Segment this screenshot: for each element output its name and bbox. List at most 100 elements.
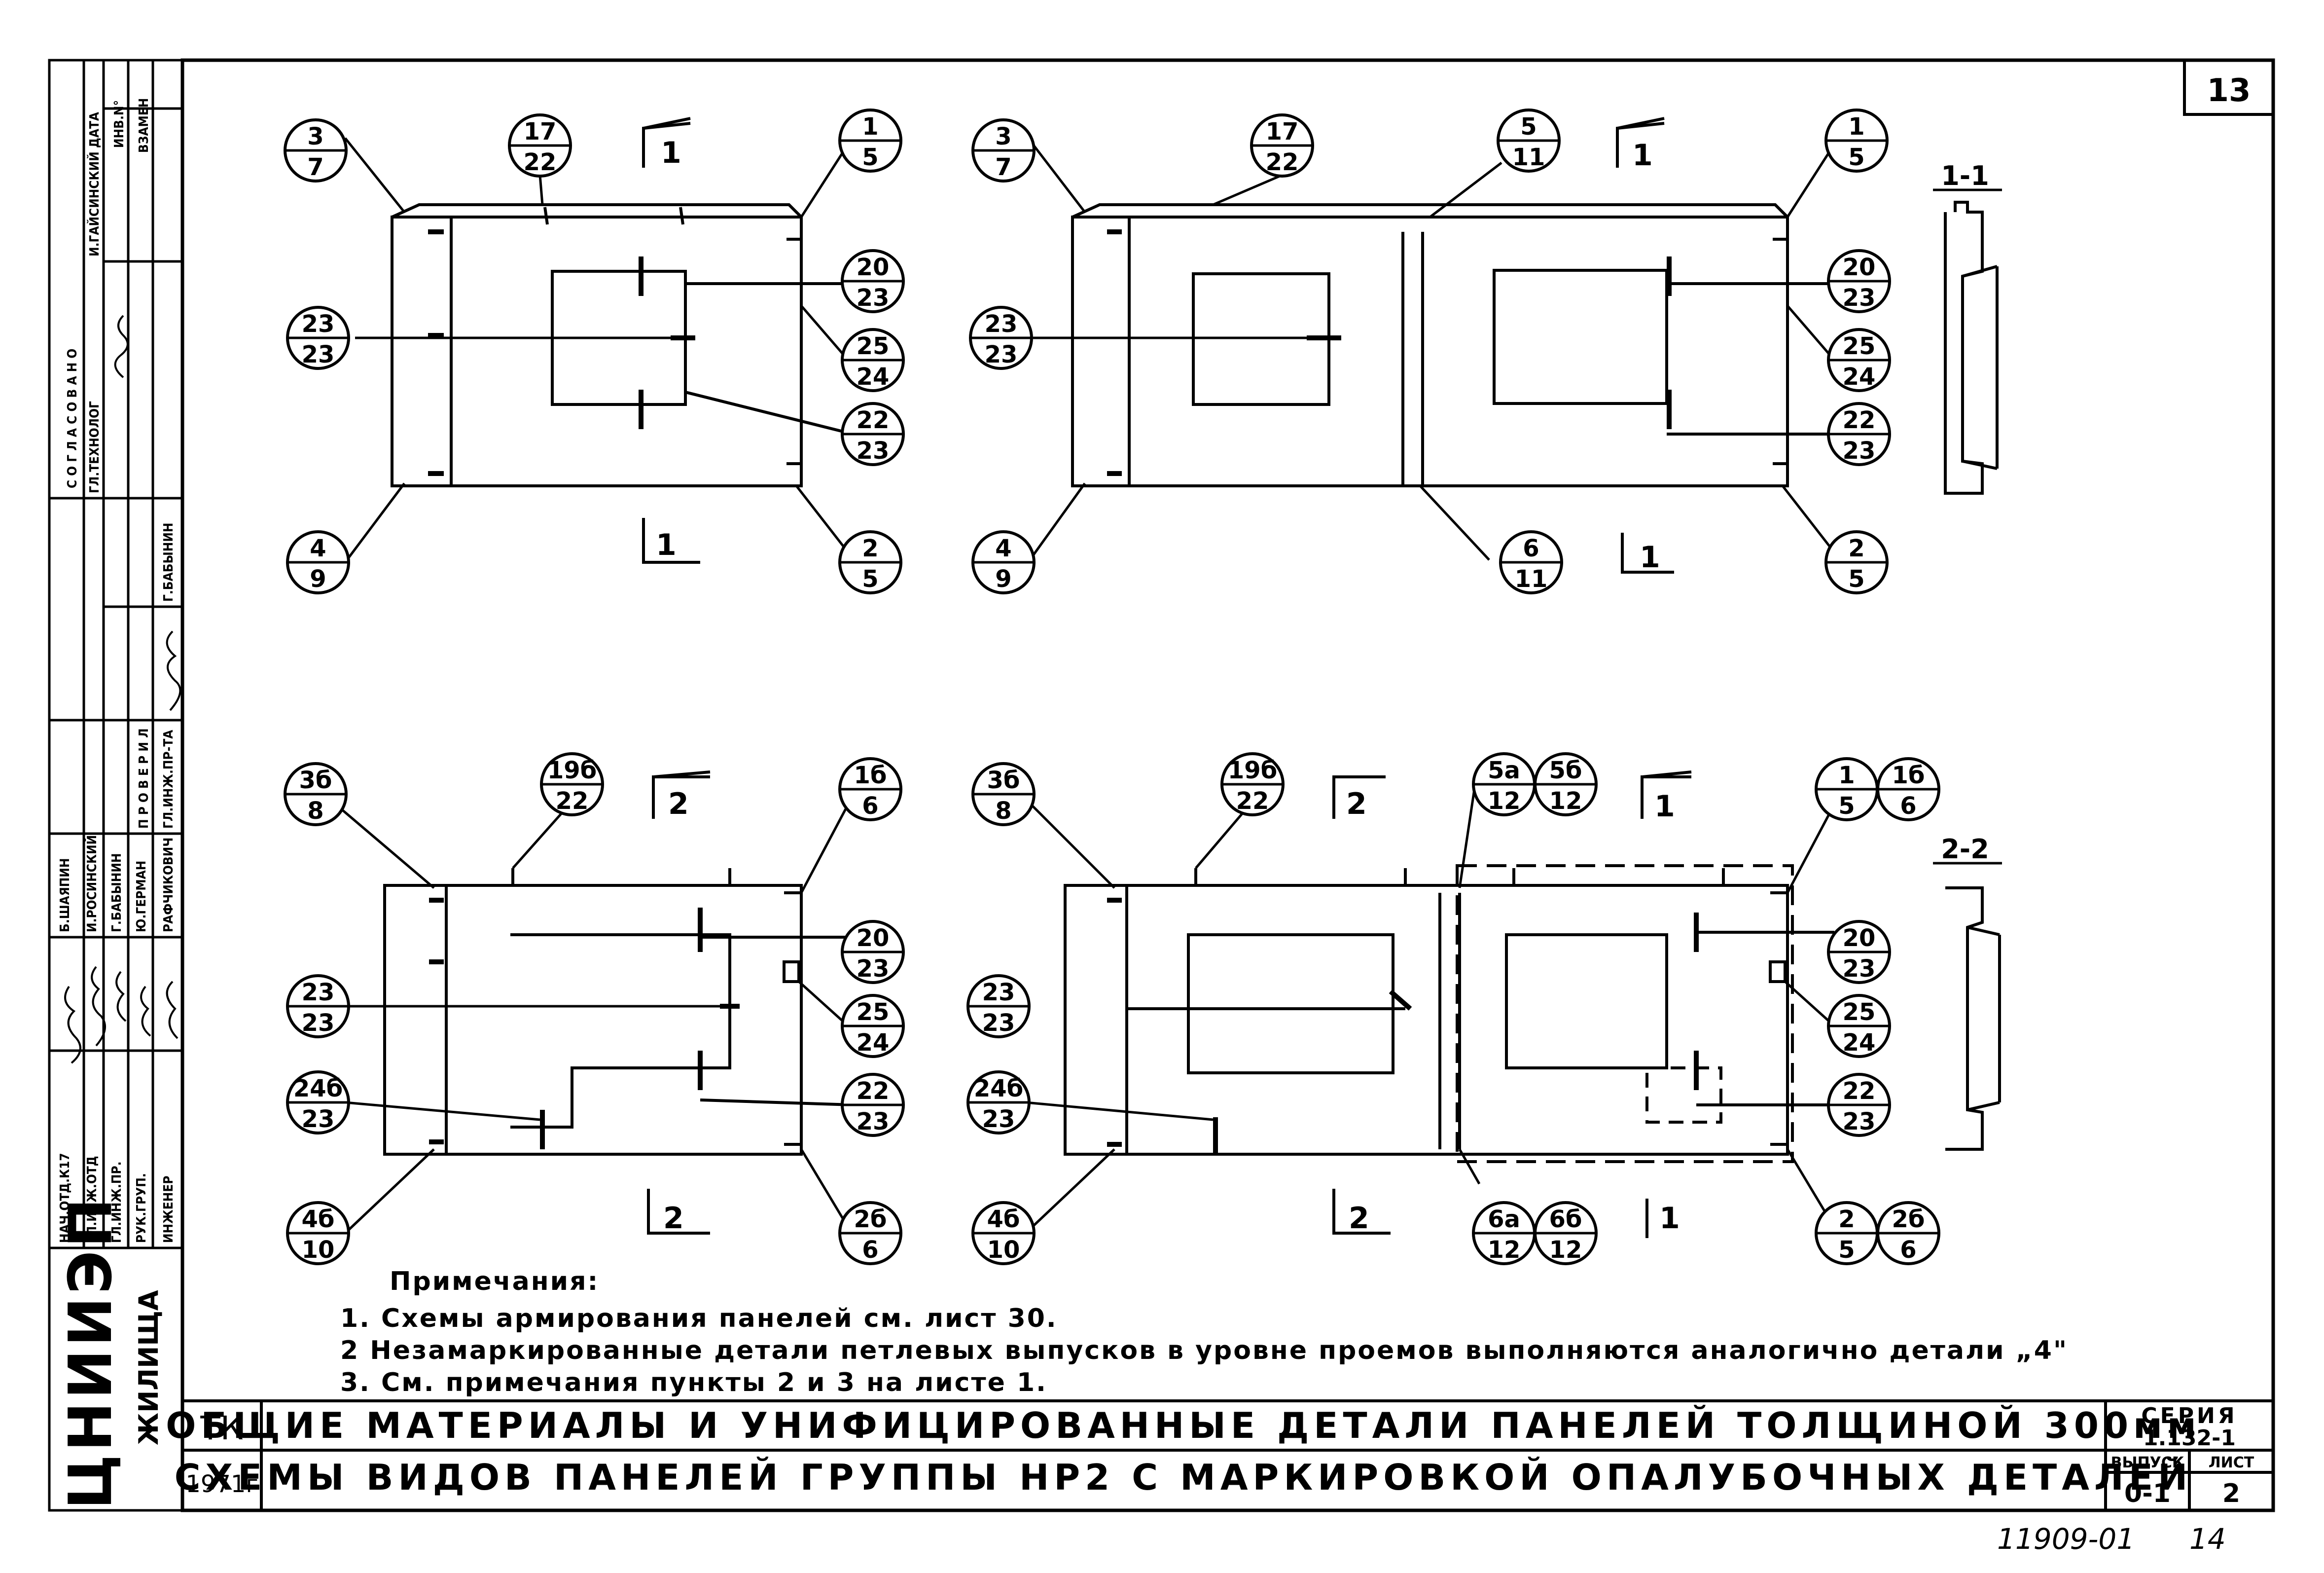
callout-bottom: 23 <box>857 955 890 983</box>
callout-bottom: 6 <box>862 1236 878 1264</box>
cut-label: 1 <box>1632 138 1653 173</box>
cut-label: 1 <box>1640 540 1660 575</box>
callout-top: 3 <box>995 123 1011 150</box>
leader-lines <box>334 137 1835 1234</box>
callout-bottom: 8 <box>995 797 1011 825</box>
callout-top: 2 <box>862 535 878 562</box>
callout-bottom: 12 <box>1488 787 1521 815</box>
note-item: 3. См. примечания пункты 2 и 3 на листе … <box>340 1368 1047 1397</box>
callout-bottom: 12 <box>1549 787 1582 815</box>
callout-bottom: 12 <box>1488 1236 1521 1264</box>
callout-top: 6 <box>1523 535 1539 562</box>
callout-bottom: 6 <box>1900 1236 1916 1264</box>
callout-bottom: 7 <box>995 153 1011 181</box>
cut-label: 2 <box>663 1201 684 1236</box>
page-number-box <box>2183 59 2275 116</box>
callout-bottom: 23 <box>1843 284 1876 312</box>
cut-markers <box>642 117 1692 1238</box>
callout-bubble: 1б6 <box>1876 757 1940 821</box>
callout-top: 23 <box>302 979 335 1006</box>
org-logo: ЦНИИЭП <box>57 1195 125 1509</box>
callout-bubble: 15 <box>838 109 902 173</box>
callout-top: 22 <box>1843 406 1876 434</box>
note-item: 1. Схемы армирования панелей см. лист 30… <box>340 1304 1058 1333</box>
series-value: 1.132-1 <box>2143 1426 2236 1451</box>
callout-top: 1б <box>1892 762 1925 789</box>
panel-d <box>1064 864 1834 1163</box>
stamp-staff-role: НАЧ.ОТД.К17 <box>58 1153 72 1243</box>
callout-top: 19б <box>1228 757 1277 784</box>
callout-bottom: 8 <box>307 797 323 825</box>
callout-top: 2 <box>1838 1206 1855 1233</box>
callout-bottom: 5 <box>862 565 878 593</box>
callout-top: 1 <box>1838 762 1855 789</box>
stamp-staff-name: Б.ШАЯПИН <box>58 858 72 932</box>
callout-top: 22 <box>857 1077 890 1105</box>
callout-top: 17 <box>524 118 557 146</box>
callout-top: 2 <box>1848 535 1864 562</box>
callout-bottom: 23 <box>302 1105 335 1133</box>
callout-top: 24б <box>293 1075 343 1102</box>
callout-bubble: 15 <box>1824 109 1889 173</box>
callout-bubble: 2б6 <box>1876 1201 1940 1265</box>
callout-top: 4 <box>995 535 1011 562</box>
callout-top: 25 <box>1843 998 1876 1026</box>
callout-bottom: 5 <box>1848 565 1864 593</box>
stamp-staff-name: Ю.ГЕРМАН <box>134 861 149 932</box>
callout-top: 1 <box>1848 113 1864 141</box>
callout-top: 23 <box>985 310 1018 338</box>
callout-bottom: 24 <box>857 363 890 391</box>
callout-bottom: 6 <box>1900 792 1916 820</box>
stamp-staff-role: ГЛ.ИНЖ.ОТД <box>85 1156 100 1243</box>
page-number: 13 <box>2207 73 2251 109</box>
callout-bubble: 1б6 <box>838 757 902 821</box>
callout-top: 17 <box>1266 118 1299 146</box>
callout-bottom: 5 <box>1838 1236 1855 1264</box>
callout-top: 19б <box>547 757 597 784</box>
callout-top: 20 <box>1843 254 1876 281</box>
cut-label: 1 <box>656 528 677 562</box>
stamp-staff-name: РАФЧИКОВИЧ <box>161 838 176 932</box>
callout-top: 5б <box>1549 757 1582 784</box>
cut-label: 2 <box>668 787 689 821</box>
callout-top: 23 <box>982 979 1015 1006</box>
callout-bottom: 23 <box>982 1105 1015 1133</box>
callout-bottom: 12 <box>1549 1236 1582 1264</box>
callout-bottom: 6 <box>862 792 878 820</box>
callout-bubble: 15 <box>1815 757 1879 821</box>
callout-bottom: 11 <box>1515 565 1548 593</box>
callout-bottom: 10 <box>302 1236 335 1264</box>
title-line-1: ОБЩИЕ МАТЕРИАЛЫ И УНИФИЦИРОВАННЫЕ ДЕТАЛИ… <box>166 1405 2201 1446</box>
callout-top: 5а <box>1488 757 1520 784</box>
issue-label: ВЫПУСК <box>2111 1454 2184 1471</box>
callout-bottom: 23 <box>1843 437 1876 465</box>
callout-top: 3 <box>307 123 323 150</box>
sheet-value: 2 <box>2222 1479 2240 1508</box>
callout-bottom: 22 <box>524 148 557 176</box>
callout-bottom: 23 <box>1843 1108 1876 1135</box>
callout-bubble: 37 <box>971 118 1036 183</box>
stamp-approver-role: ГЛ.ТЕХНОЛОГ <box>87 401 102 493</box>
callout-bottom: 22 <box>1266 148 1299 176</box>
section-1-1-label: 1-1 <box>1941 160 1989 191</box>
callout-bottom: 23 <box>857 1108 890 1135</box>
stamp-col-inv: ИНВ.N° <box>112 100 127 148</box>
stamp-approver-name: И.ГАЙСИНСКИЙ <box>86 151 102 256</box>
stamp-staff-role: ИНЖЕНЕР <box>161 1176 176 1243</box>
callout-top: 25 <box>857 998 890 1026</box>
